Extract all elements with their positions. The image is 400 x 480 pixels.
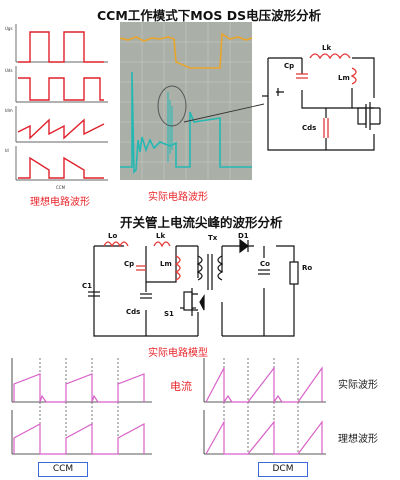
ccm-ideal-trace [13,422,145,455]
ccm-real-trace [13,373,145,403]
circuit-mid-label-lo: Lo [108,232,117,240]
scope-cyan-trace [120,71,252,174]
circuit-mid-label-lk: Lk [156,232,165,240]
circuit-mid-label-tx: Tx [208,234,218,242]
ideal-waveforms-plot: Ugs Uds Idm Id CCM [5,24,108,190]
circuit-mid-label-c1: C1 [82,282,92,290]
bottom-right-top-label: 实际波形 [338,380,378,391]
ideal-waveforms-caption: 理想电路波形 [30,197,90,208]
id-trace [18,156,104,179]
circuit-mid-label-ro: Ro [302,264,312,272]
title-mid: 开关管上电流尖峰的波形分析 [120,215,283,230]
pointer-arrow [183,103,265,123]
idm-trace [17,118,105,140]
bottom-center-label: 电流 [170,380,192,393]
ideal-waveforms-panel: Ugs Uds Idm Id CCM [4,22,112,192]
bottom-left-waveforms [6,358,156,458]
scope-caption: 实际电路波形 [148,192,208,203]
dcm-box: DCM [258,462,308,477]
bottom-right-waveforms [200,358,330,458]
circuit-top: Lk Cp Lm Cds [262,38,394,154]
scope-capture [119,22,253,180]
ideal-xlabel: CCM [56,185,66,190]
circuit-top-label-cds: Cds [302,124,316,132]
circuit-top-label-cp: Cp [284,62,294,70]
ugs-trace [18,31,104,63]
dcm-real-trace [205,366,323,404]
circuit-top-label-lm: Lm [338,74,350,82]
circuit-mid-label-cp: Cp [124,260,134,268]
circuit-mid-label-d1: D1 [238,232,249,240]
circuit-mid-label-cds: Cds [126,308,140,316]
circuit-mid: Lo Lk Tx D1 Cp Lm Co Ro C1 Cds S1 [80,232,330,340]
trace-label-ugs: Ugs [5,26,13,31]
title-top: CCM工作模式下MOS DS电压波形分析 [97,8,322,23]
circuit-mid-label-co: Co [260,260,270,268]
dcm-ideal-trace [205,419,323,455]
scope-highlight-ellipse [157,85,187,127]
scope-yellow-trace [119,32,253,69]
scope-plot [119,22,253,180]
bottom-right-bottom-label: 理想波形 [338,434,378,445]
circuit-top-label-lk: Lk [322,44,331,52]
trace-label-id: Id [5,148,9,153]
ccm-box: CCM [38,462,88,477]
trace-label-uds: Uds [5,68,13,73]
circuit-mid-label-s1: S1 [164,310,174,318]
circuit-mid-label-lm: Lm [160,260,172,268]
uds-trace [18,77,104,101]
trace-label-idm: Idm [5,108,13,113]
circuit-mid-caption: 实际电路模型 [148,348,208,359]
